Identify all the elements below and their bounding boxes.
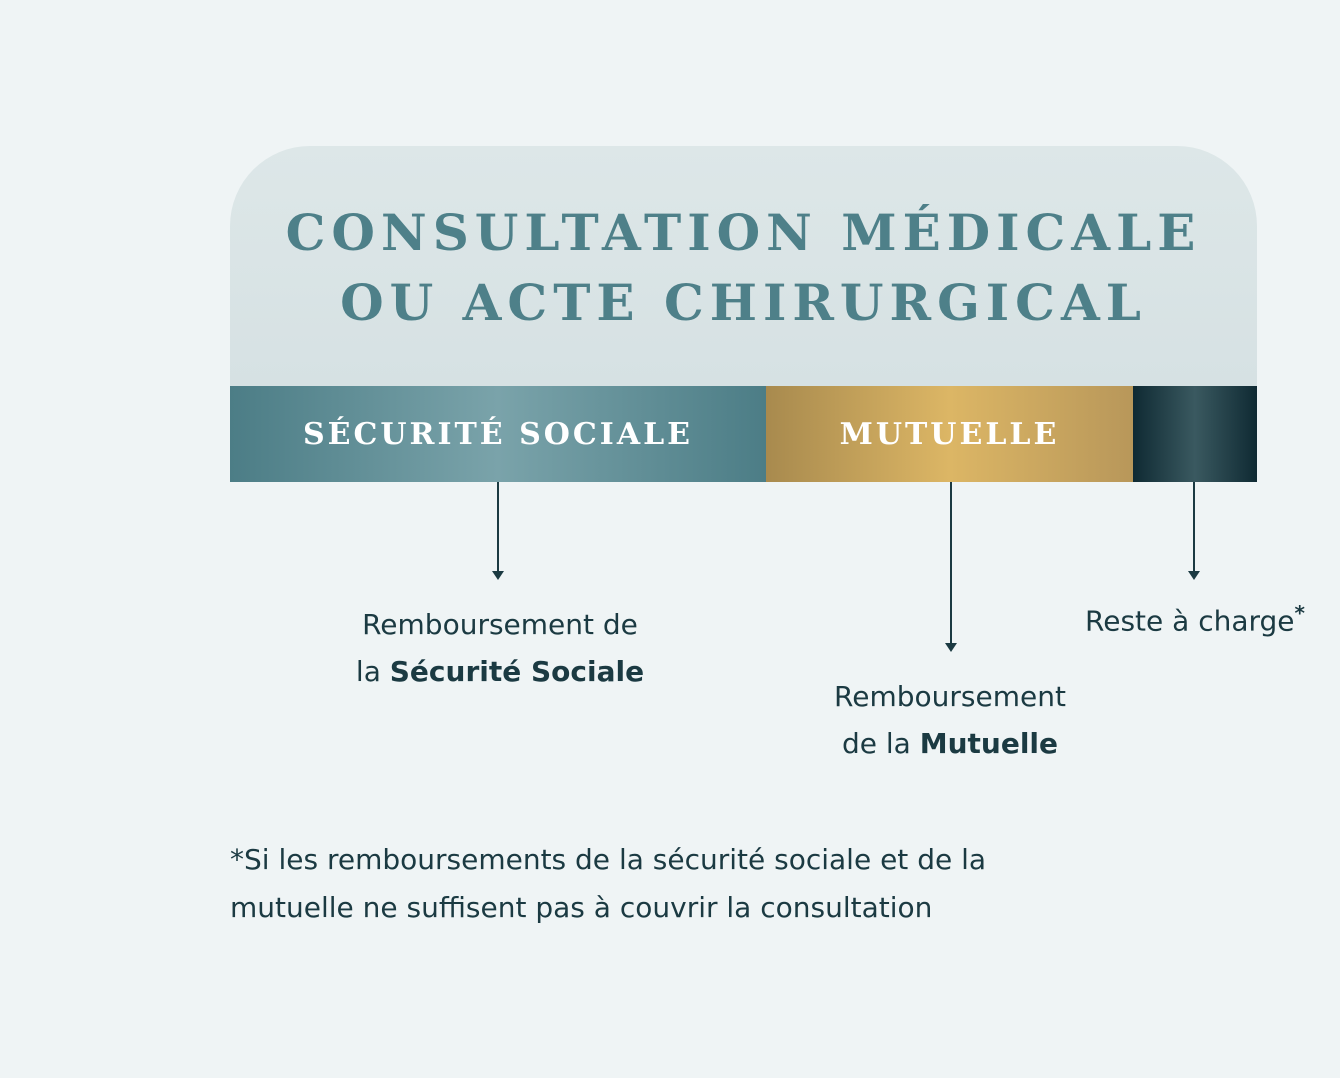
arrow-down-icon bbox=[1188, 482, 1200, 580]
footnote: *Si les remboursements de la sécurité so… bbox=[230, 836, 1130, 932]
footnote-line: *Si les remboursements de la sécurité so… bbox=[230, 843, 987, 876]
asterisk: * bbox=[1294, 601, 1305, 625]
segment-securite-sociale: SÉCURITÉ SOCIALE bbox=[230, 386, 766, 482]
footnote-line: mutuelle ne suffisent pas à couvrir la c… bbox=[230, 891, 933, 924]
label-line: la Sécurité Sociale bbox=[330, 648, 670, 695]
label-line: Remboursement de bbox=[362, 608, 638, 641]
label-text: Reste à charge bbox=[1085, 604, 1295, 638]
label-prefix: de la bbox=[841, 727, 920, 760]
segment-reste-a-charge bbox=[1133, 386, 1257, 482]
label-securite-sociale: Remboursement de la Sécurité Sociale bbox=[330, 601, 670, 695]
diagram-title: CONSULTATION MÉDICALE OU ACTE CHIRURGICA… bbox=[230, 198, 1257, 338]
segment-mutuelle: MUTUELLE bbox=[766, 386, 1133, 482]
label-mutuelle: Remboursement de la Mutuelle bbox=[800, 673, 1100, 767]
segment-label: MUTUELLE bbox=[839, 416, 1060, 452]
segment-label: SÉCURITÉ SOCIALE bbox=[302, 416, 694, 452]
label-line: de la Mutuelle bbox=[800, 720, 1100, 767]
label-bold: Mutuelle bbox=[919, 727, 1059, 760]
arrow-down-icon bbox=[492, 482, 504, 580]
label-bold: Sécurité Sociale bbox=[389, 655, 645, 688]
title-line-1: CONSULTATION MÉDICALE bbox=[285, 203, 1202, 262]
arrow-down-icon bbox=[945, 482, 957, 652]
header-card bbox=[230, 146, 1257, 386]
title-line-2: OU ACTE CHIRURGICAL bbox=[340, 273, 1147, 332]
label-prefix: la bbox=[355, 655, 390, 688]
label-line: Remboursement bbox=[834, 680, 1066, 713]
label-reste-a-charge: Reste à charge* bbox=[1060, 590, 1330, 644]
